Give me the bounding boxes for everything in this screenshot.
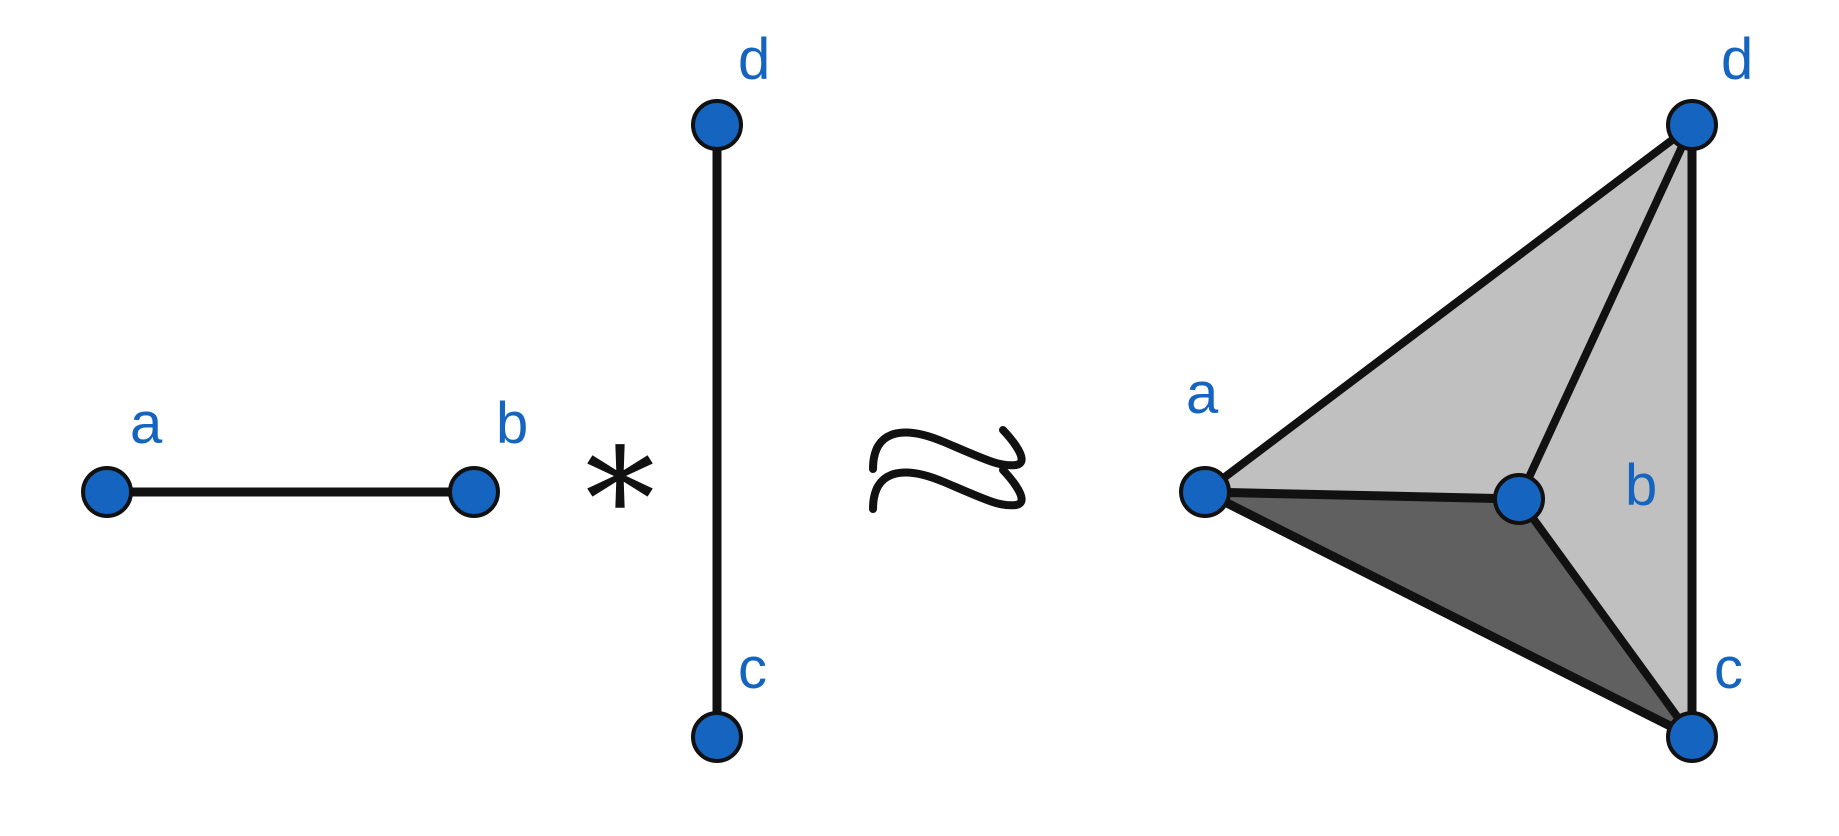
vertex-a: [81, 466, 133, 518]
label-a: a: [130, 391, 163, 456]
tet-vertex-b: [1493, 473, 1545, 525]
tet-label-a: a: [1186, 361, 1219, 426]
tet-edge-bc: [1515, 495, 1696, 741]
label-c: c: [738, 636, 767, 701]
tet-edge-bd: [1515, 121, 1696, 503]
join-operator: *: [585, 419, 655, 582]
label-d: d: [738, 27, 770, 92]
approx-wave-top: [869, 426, 1026, 473]
tet-edge-ab: [1200, 487, 1524, 504]
edge-ab-graph: a b: [81, 391, 528, 518]
tet-label-d: d: [1721, 27, 1753, 92]
tet-edge-ac: [1200, 487, 1697, 742]
tet-vertex-a: [1179, 466, 1231, 518]
tet-vertex-d: [1666, 99, 1718, 151]
vertex-d: [691, 99, 743, 151]
tetrahedron: a b c d: [1179, 27, 1753, 763]
tet-edge-ad: [1201, 121, 1696, 496]
vertex-c: [691, 711, 743, 763]
tet-label-b: b: [1625, 453, 1657, 518]
equivalence-operator: [869, 426, 1026, 513]
join-symbol: *: [585, 419, 655, 582]
tet-vertex-c: [1666, 711, 1718, 763]
label-b: b: [496, 391, 528, 456]
vertex-b: [448, 466, 500, 518]
approx-wave-bottom: [869, 466, 1026, 513]
tet-label-c: c: [1714, 636, 1743, 701]
edge-dc-graph: d c: [691, 27, 770, 763]
face-bcd: [1519, 125, 1692, 737]
